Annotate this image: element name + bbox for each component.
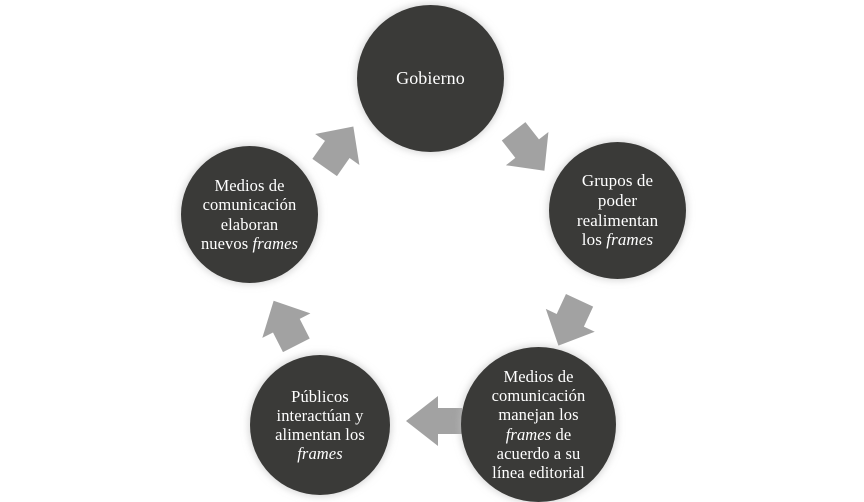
arrow-gobierno-to-grupos [494, 116, 564, 186]
line-3: realimentan [576, 210, 659, 230]
arrow-medios-manejan-to-publicos [398, 390, 468, 452]
line-6: línea editorial [492, 462, 585, 482]
line-3: alimentan los [275, 425, 365, 444]
line-1: Públicos [291, 386, 349, 406]
line-4-italic-frames: frames [252, 233, 299, 253]
arrow-medios-elaboran-to-gobierno [304, 112, 374, 182]
line-1: Grupos de [581, 171, 654, 191]
line-4-prefix: los [581, 230, 607, 250]
line-4-italic-frames: frames [297, 444, 343, 464]
line-2: interactúan y [276, 405, 364, 425]
line-1: Medios de [214, 176, 285, 196]
line-4-prefix: nuevos [200, 233, 253, 253]
line-4-italic-frames: frames [606, 230, 654, 250]
node-gobierno: Gobierno [357, 5, 504, 152]
line-3: elaboran [220, 214, 279, 234]
line-5: acuerdo a su [496, 443, 581, 463]
line-4-suffix: de [551, 424, 572, 444]
line-2: comunicación [491, 386, 586, 406]
line-2: comunicación [202, 195, 297, 215]
arrow-publicos-to-medios-elaboran [250, 288, 320, 358]
line-3: manejan los [498, 405, 579, 425]
node-gobierno-label: Gobierno [396, 68, 465, 89]
line-4-italic-frames: frames [505, 424, 552, 444]
line-1: Medios de [503, 367, 574, 387]
line-2: poder [597, 190, 638, 210]
